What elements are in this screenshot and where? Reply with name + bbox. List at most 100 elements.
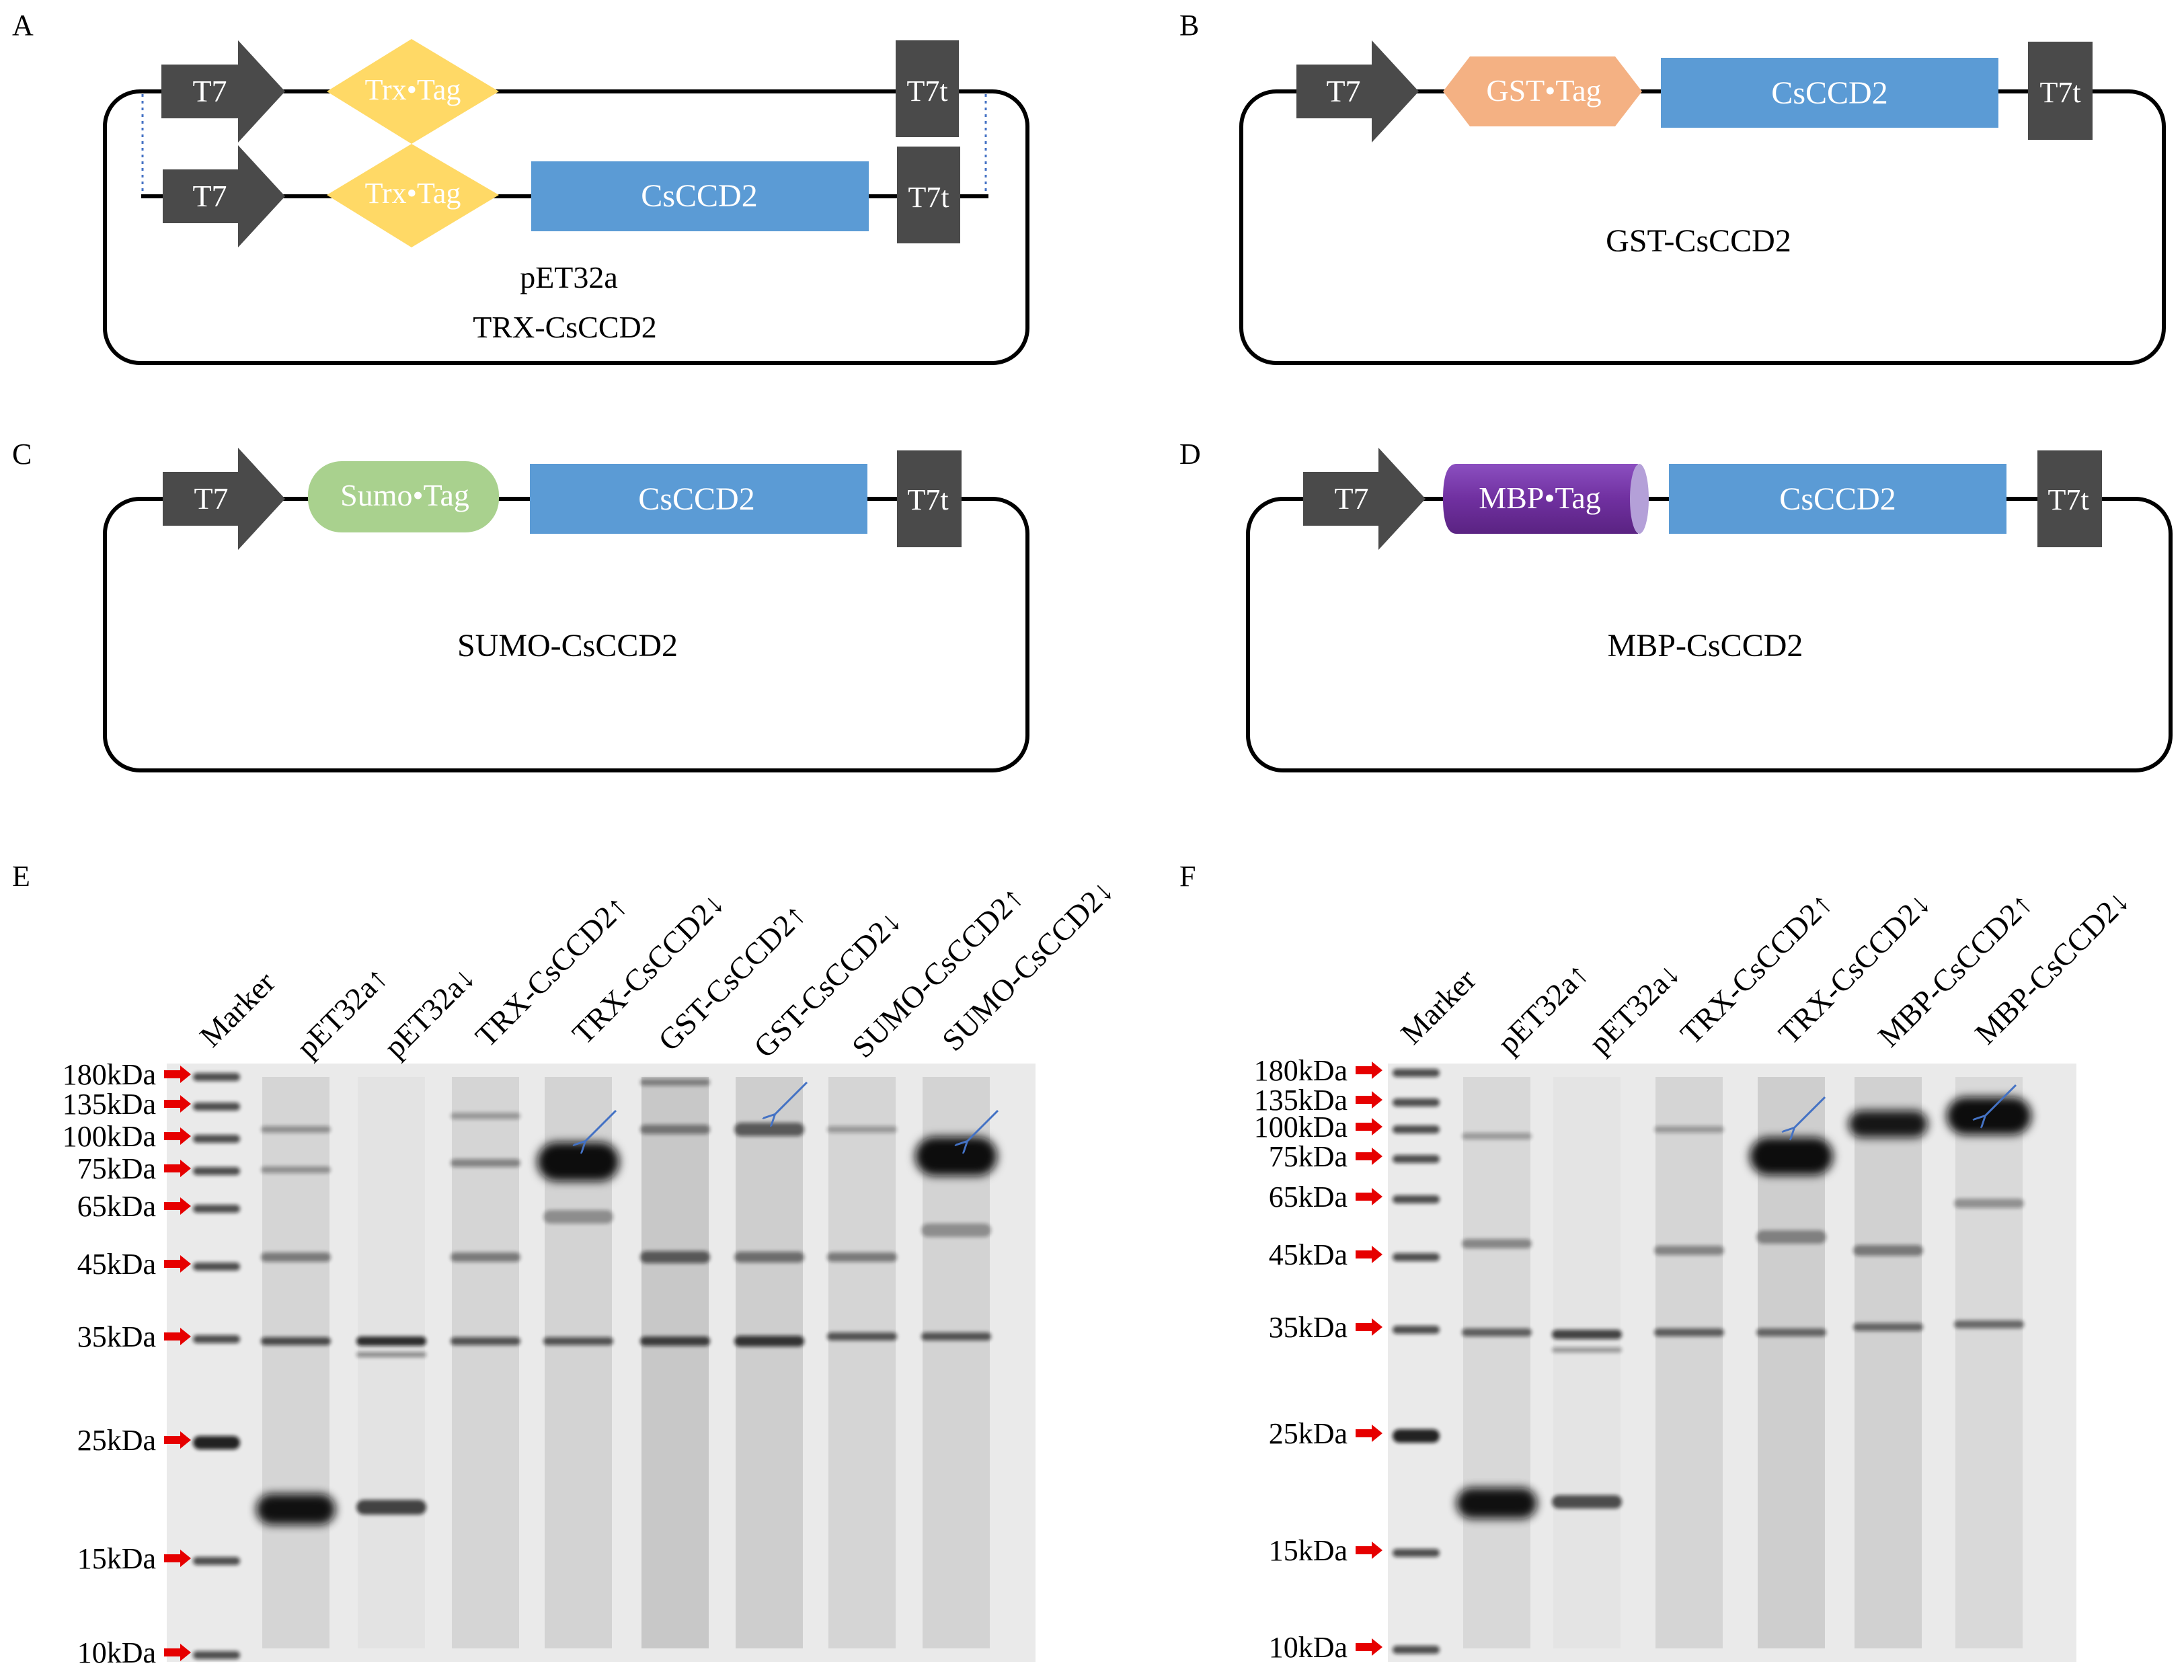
construct-label: GST-CsCCD2 [1606,223,1791,259]
construct-label: SUMO-CsCCD2 [457,628,678,664]
gel-band [193,1436,240,1449]
gel-band [451,1337,520,1345]
panel-letter: B [1179,9,1199,42]
gel-band [256,1494,336,1525]
marker-size-label: 65kDa [77,1190,156,1223]
marker-arrow-icon [1356,1148,1382,1165]
band-arrow [1984,1084,2017,1117]
marker-arrow-icon [1356,1091,1382,1109]
lane-label: pET32a↑ [1491,956,1595,1060]
annotation-arrows [1793,1084,2017,1129]
gel-band [451,1252,520,1262]
gel-band [193,1103,240,1111]
tag-label: MBP•Tag [1479,481,1601,515]
band-arrow [966,1109,999,1143]
marker-arrow-icon [164,1550,191,1567]
gel-smear [828,1077,896,1648]
gel-band [1947,1097,2031,1135]
gel-band [537,1142,619,1181]
gel-band [193,1135,240,1143]
marker-size-label: 25kDa [1269,1417,1348,1450]
marker-arrow-icon [164,1431,191,1449]
gel-band [640,1251,710,1263]
marker-arrow-icon [164,1160,191,1177]
gene-label: CsCCD2 [1771,75,1887,111]
gel-band [827,1332,897,1341]
gel-band [261,1126,331,1133]
gel-band [193,1073,240,1081]
gel-band [451,1159,520,1167]
terminator-label: T7t [2039,76,2080,109]
gel-band [640,1125,710,1134]
marker-arrow-icon [1356,1542,1382,1559]
gel-band [1393,1253,1440,1261]
gel-band [640,1079,710,1086]
promoter-arrow: T7 [163,145,285,247]
gene-box: CsCCD2 [531,161,869,231]
lane-label: Marker [1394,962,1483,1051]
panel-letter: D [1179,438,1201,471]
gel-band [1654,1126,1724,1133]
gel-band [356,1336,426,1346]
lane-label: Marker [193,965,282,1053]
gel-smear [1463,1077,1530,1648]
marker-size-label: 75kDa [1269,1140,1348,1173]
panel-b: B T7 GST•Tag CsCCD2 T7t GST-CsCCD2 [1179,9,2166,365]
gel-band [1654,1246,1724,1255]
marker-size-label: 10kDa [77,1636,156,1669]
tag-label: Trx•Tag [365,73,461,106]
lane-label: pET32a↓ [377,960,481,1064]
sumo-tag: Sumo•Tag [308,461,499,532]
gel-band [1954,1320,2024,1328]
promoter-label: T7 [192,74,227,108]
gel-band [1552,1347,1622,1353]
gel-band [193,1335,240,1343]
promoter-label: T7 [192,179,227,213]
terminator-label: T7t [2048,483,2089,516]
annotation-arrows [584,1081,999,1143]
promoter-arrow: T7 [1303,448,1426,550]
gel-band [1393,1549,1440,1557]
gel-band [734,1252,804,1263]
gel-band [193,1263,240,1271]
gel-band [827,1252,897,1262]
gst-tag: GST•Tag [1443,56,1642,126]
gel-band [921,1332,991,1341]
gel-band [261,1252,331,1262]
gel-band [1393,1326,1440,1334]
terminator-box: T7t [897,147,960,243]
gel-band [261,1166,331,1173]
band-arrow [584,1109,617,1143]
gel-band [921,1224,991,1237]
gel-band [193,1651,240,1659]
marker-size-label: 100kDa [1254,1111,1348,1144]
gel-band [193,1205,240,1213]
marker-labels: 180kDa135kDa100kDa75kDa65kDa45kDa35kDa25… [63,1058,191,1669]
gel-band [261,1337,331,1345]
gel-smear [452,1077,519,1648]
gel-band [734,1123,804,1136]
marker-size-label: 10kDa [1269,1631,1348,1664]
gene-label: CsCCD2 [1779,481,1896,517]
vector-label: pET32a [520,260,618,294]
marker-arrow-icon [1356,1246,1382,1263]
gel-band [1456,1488,1537,1519]
gel-band [1848,1111,1928,1137]
gel-band [1393,1125,1440,1133]
marker-size-label: 35kDa [1269,1311,1348,1344]
tag-label: Sumo•Tag [340,478,469,512]
promoter-arrow: T7 [163,448,285,550]
gel-band [1954,1199,2024,1208]
tag-label: Trx•Tag [365,177,461,210]
promoter-label: T7 [1326,74,1360,108]
gel-band [356,1500,426,1515]
marker-arrow-icon [1356,1062,1382,1079]
terminator-label: T7t [906,75,947,108]
gel-smear [1955,1077,2023,1648]
gel-band [827,1126,897,1133]
promoter-label: T7 [194,481,228,516]
gene-label: CsCCD2 [641,178,757,214]
gel-band [1393,1155,1440,1163]
